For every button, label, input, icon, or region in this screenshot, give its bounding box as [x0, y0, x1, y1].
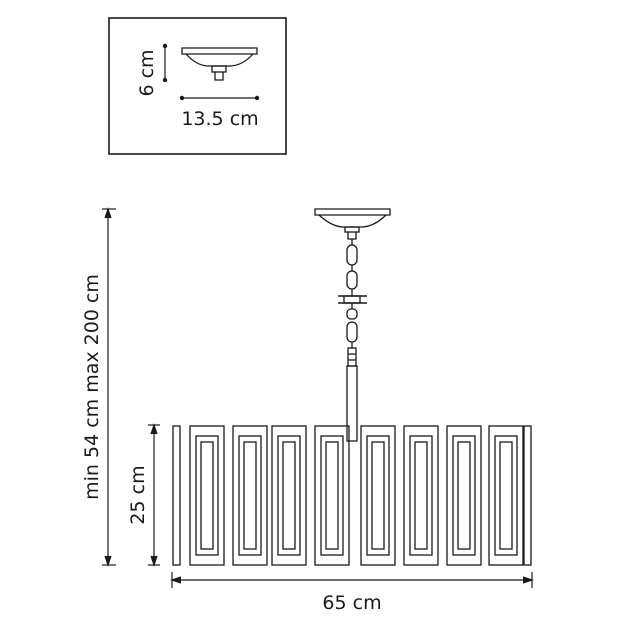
canopy-detail-inset [108, 17, 287, 155]
shade-panel-crystal [243, 441, 257, 550]
shade-height-dimension [148, 423, 160, 567]
total-height-label: min 54 cm max 200 cm [81, 274, 103, 500]
shade-panel-crystal [499, 441, 513, 550]
shade-panel-inner [238, 435, 262, 556]
central-rod [346, 365, 358, 442]
shade-panel-inner [494, 435, 518, 556]
shade-panel [232, 425, 268, 566]
shade-panel-inner [320, 435, 344, 556]
height-dimension-small [162, 43, 168, 83]
shade-panel [403, 425, 439, 566]
shade-panel-inner [195, 435, 219, 556]
shade-panel [271, 425, 307, 566]
shade-panel-inner [277, 435, 301, 556]
shade-panel [189, 425, 225, 566]
ceiling-canopy [314, 208, 391, 240]
inset-frame [108, 17, 287, 155]
inset-height-label: 6 cm [136, 49, 158, 96]
shade-panel-crystal [414, 441, 428, 550]
shade-panel [446, 425, 482, 566]
shade-panels [172, 425, 532, 566]
width-dimension-small [179, 95, 260, 101]
shade-end-post-right [523, 425, 532, 566]
shade-panel-crystal [371, 441, 385, 550]
shade-end-post-left [172, 425, 181, 566]
shade-panel-inner [452, 435, 476, 556]
shade-panel-inner [409, 435, 433, 556]
shade-panel-crystal [282, 441, 296, 550]
width-dimension [170, 572, 534, 588]
shade-panel [488, 425, 524, 566]
width-label: 65 cm [322, 592, 381, 614]
shade-panel-crystal [200, 441, 214, 550]
inset-width-label: 13.5 cm [181, 108, 258, 130]
chandelier [172, 208, 532, 566]
shade-panel [314, 425, 350, 566]
shade-panel-crystal [325, 441, 339, 550]
shade-panel-crystal [457, 441, 471, 550]
shade-panel [360, 425, 396, 566]
total-height-dimension [102, 207, 116, 567]
canopy-small-icon [181, 47, 258, 81]
shade-height-label: 25 cm [127, 465, 149, 524]
suspension-chain [338, 239, 367, 367]
shade-panel-inner [366, 435, 390, 556]
